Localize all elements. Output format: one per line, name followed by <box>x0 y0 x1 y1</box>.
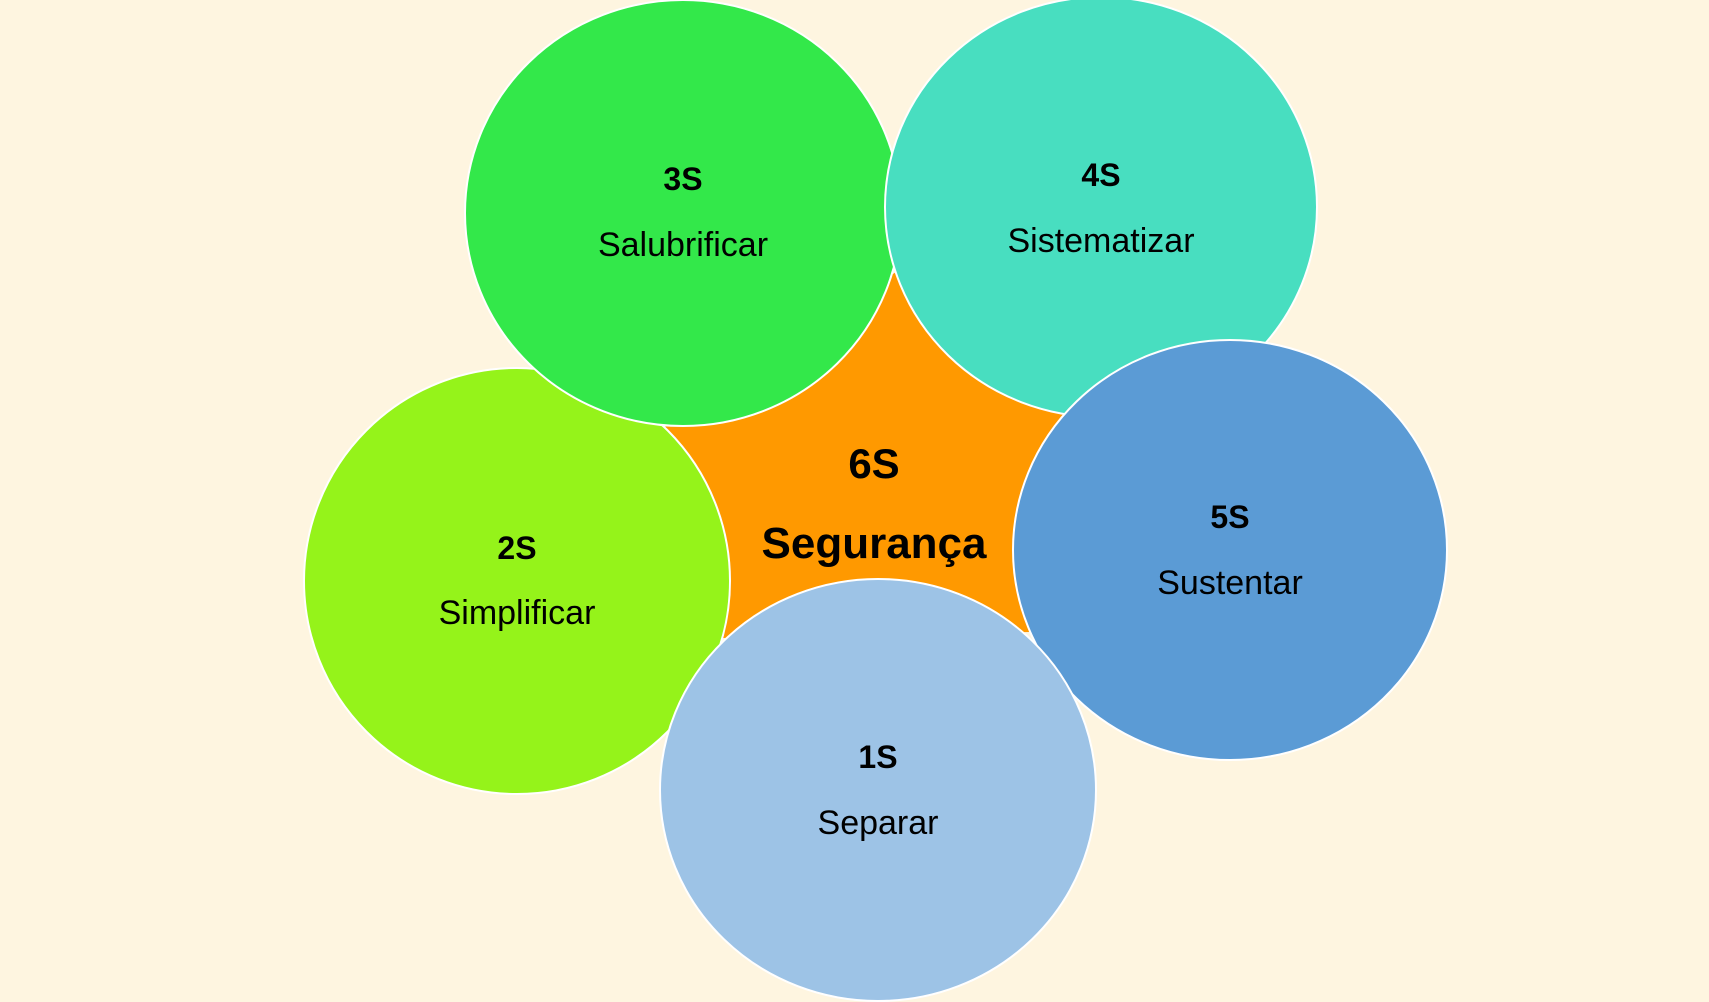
circle-3s-shape <box>464 0 902 427</box>
circle-2s: 2S Simplificar <box>303 367 731 795</box>
circle-2s-shape <box>303 367 731 795</box>
circle-2s-label: Simplificar <box>439 594 596 632</box>
circle-3s-number: 3S <box>663 161 702 197</box>
circle-1s-label: Separar <box>818 804 939 842</box>
circle-5s-label: Sustentar <box>1157 564 1303 602</box>
circle-1s-number: 1S <box>858 739 897 775</box>
circle-5s-number: 5S <box>1210 499 1249 535</box>
center-number: 6S <box>848 440 899 487</box>
circle-1s-shape <box>659 578 1097 1002</box>
center-label: Segurança <box>762 519 988 568</box>
circle-5s: 5S Sustentar <box>1012 339 1448 761</box>
circle-2s-number: 2S <box>497 530 536 566</box>
circle-5s-shape <box>1012 339 1448 761</box>
circle-4s-number: 4S <box>1081 157 1120 193</box>
circle-4s-label: Sistematizar <box>1007 222 1194 260</box>
circle-3s: 3S Salubrificar <box>464 0 902 427</box>
circle-3s-label: Salubrificar <box>598 226 768 264</box>
circle-4s: 4S Sistematizar <box>884 0 1318 418</box>
circle-1s: 1S Separar <box>659 578 1097 1002</box>
